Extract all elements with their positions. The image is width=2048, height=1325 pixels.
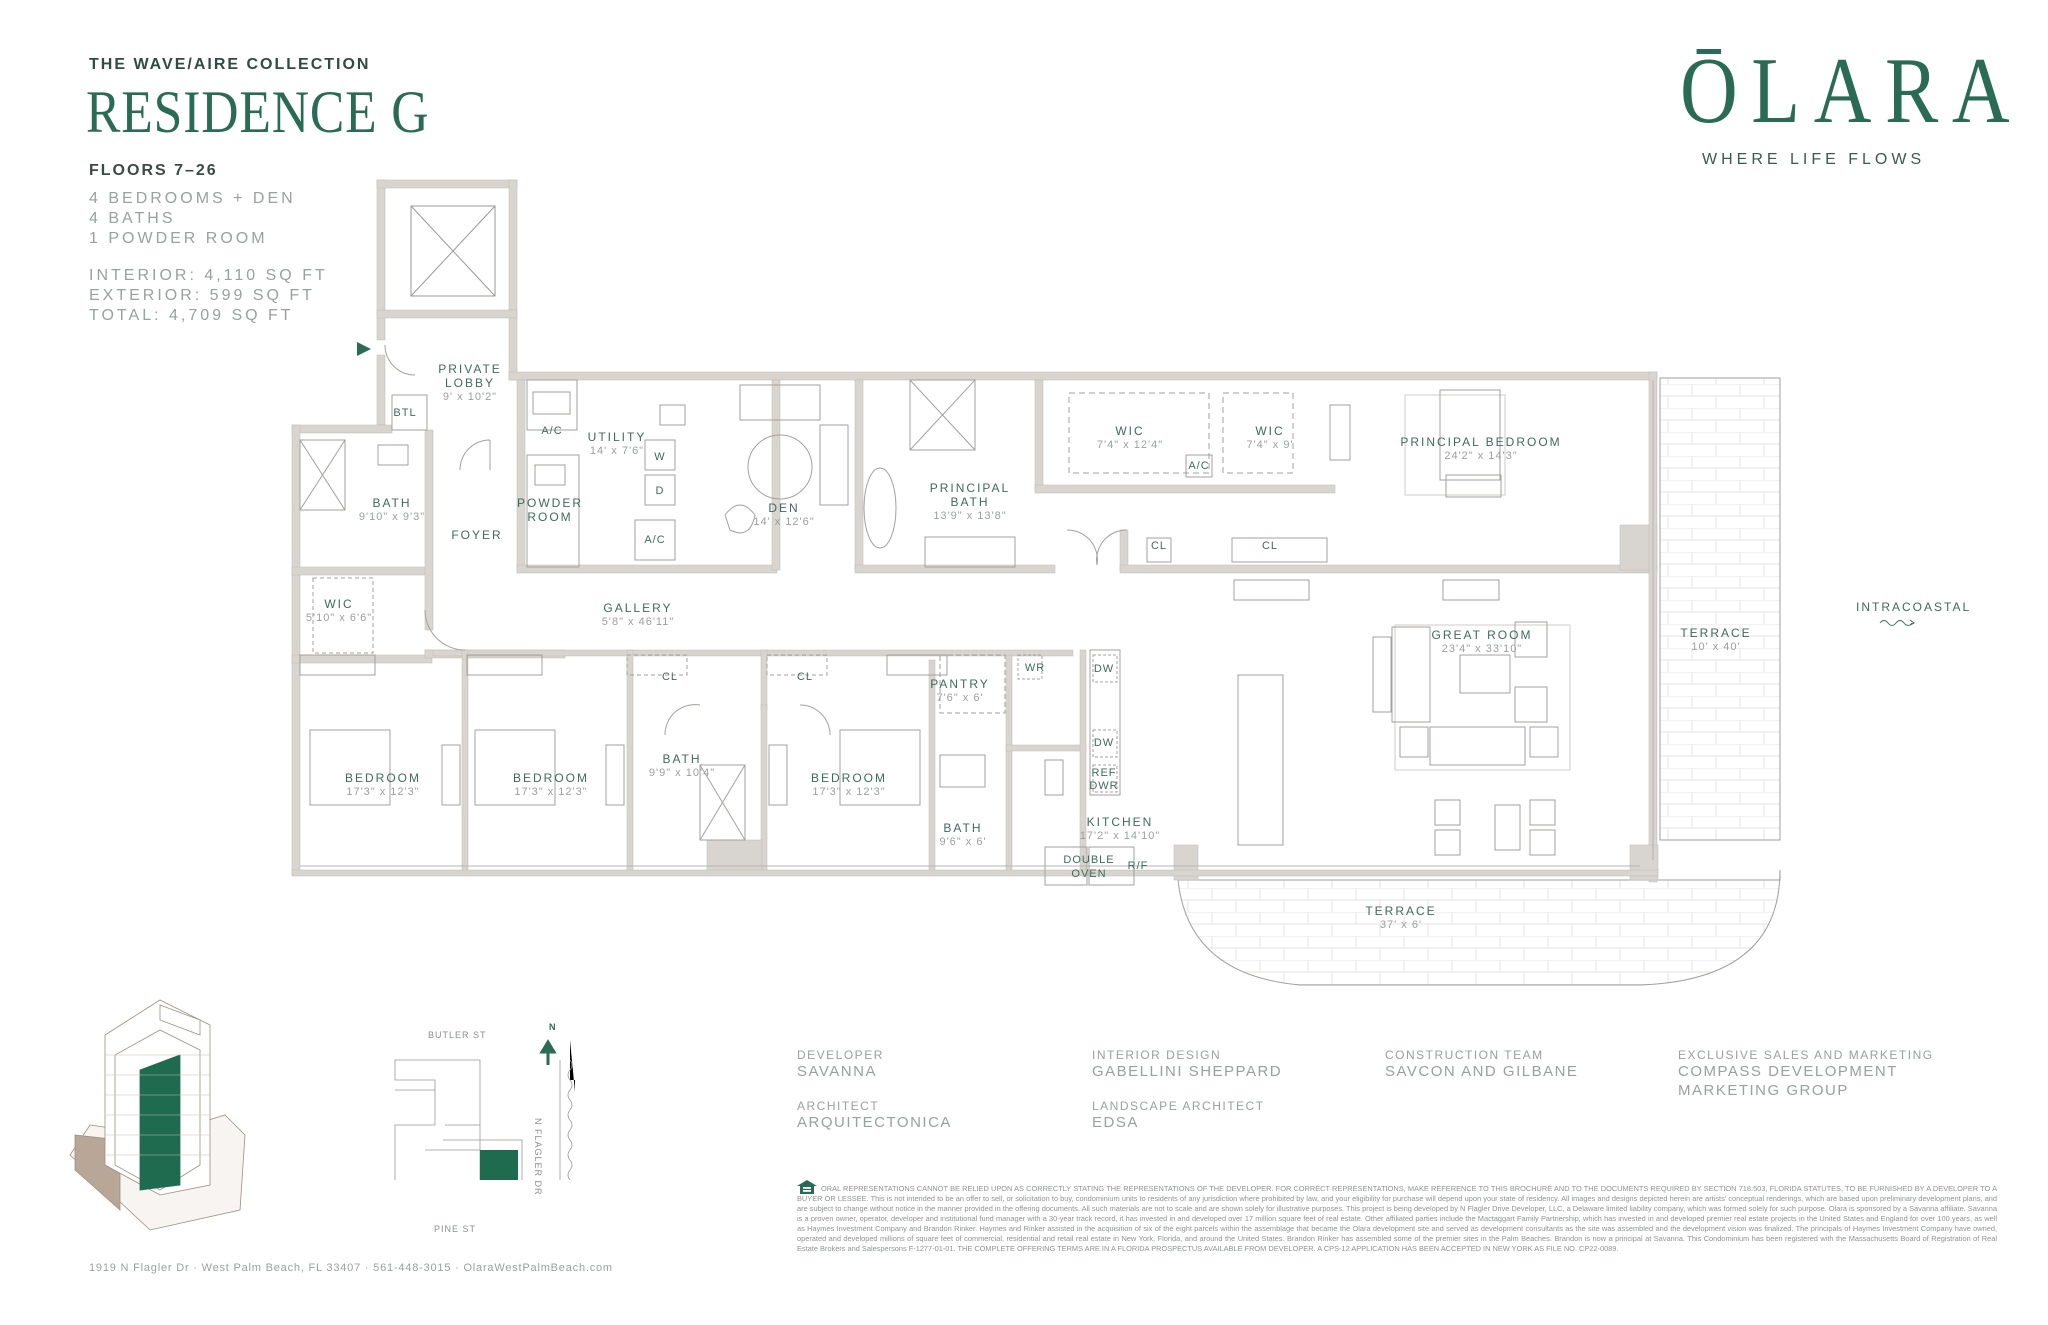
room-bath-3: BATH 9'6" x 6' <box>939 821 987 848</box>
credit-architect: ARCHITECT ARQUITECTONICA <box>797 1099 952 1131</box>
area-exterior: EXTERIOR: 599 SQ FT <box>89 287 315 304</box>
room-gallery: GALLERY 5'8" x 46'11" <box>601 601 675 628</box>
fixture-dishwasher-2: DW <box>1093 737 1115 749</box>
room-principal-bath: PRINCIPAL BATH 13'9" x 13'8" <box>929 481 1011 522</box>
room-den: DEN 14' x 12'6" <box>753 501 815 528</box>
terrace-east <box>1659 377 1781 841</box>
credit-interior-design: INTERIOR DESIGN GABELLINI SHEPPARD <box>1092 1048 1283 1080</box>
address-line: 1919 N Flagler Dr · West Palm Beach, FL … <box>89 1262 613 1274</box>
brand-logo: ŌLARA <box>1680 39 2024 143</box>
room-bedroom-2: BEDROOM 17'3" x 12'3" <box>512 771 590 798</box>
equal-housing-icon <box>797 1180 817 1194</box>
fixture-closet-4: CL <box>796 671 814 683</box>
entry-arrow-icon <box>357 342 371 356</box>
intracoastal-label: INTRACOASTAL <box>1856 600 1972 614</box>
spec-baths: 4 BATHS <box>89 210 176 227</box>
room-kitchen: KITCHEN 17'2" x 14'10" <box>1079 815 1161 842</box>
room-wic-3: WIC 7'4" x 9' <box>1246 424 1294 451</box>
room-private-lobby: PRIVATE LOBBY 9' x 10'2" <box>438 362 502 403</box>
spec-bedrooms: 4 BEDROOMS + DEN <box>89 190 296 207</box>
room-utility: UTILITY 14' x 7'6" <box>587 430 647 457</box>
room-bath-1: BATH 9'10" x 9'3" <box>358 496 426 523</box>
fixture-closet-1: CL <box>1150 540 1168 552</box>
fixture-closet-2: CL <box>1261 540 1279 552</box>
room-principal-bedroom: PRINCIPAL BEDROOM 24'2" x 14'3" <box>1400 435 1562 462</box>
fixture-ref-drawer-2: DWR <box>1089 780 1119 792</box>
north-arrow-icon <box>539 1039 557 1065</box>
room-wic-1: WIC 5'10" x 6'6" <box>305 597 373 624</box>
unit-specs: 4 BEDROOMS + DEN 4 BATHS 1 POWDER ROOM <box>89 189 296 249</box>
room-terrace-south: TERRACE 37' x 6' <box>1365 904 1437 931</box>
fixture-fridge-freezer: R/F <box>1127 860 1149 872</box>
site-plan <box>394 1039 575 1180</box>
residence-title: RESIDENCE G <box>86 79 430 145</box>
room-foyer: FOYER <box>451 528 503 542</box>
spec-powder: 1 POWDER ROOM <box>89 230 268 247</box>
fixture-wine-room: WR <box>1024 662 1046 674</box>
credit-landscape: LANDSCAPE ARCHITECT EDSA <box>1092 1099 1265 1131</box>
fixture-double-oven-2: OVEN <box>1071 868 1107 880</box>
fixture-double-oven-1: DOUBLE <box>1063 854 1115 866</box>
floor-plan <box>291 179 1781 986</box>
north-label: N <box>549 1022 557 1032</box>
fixture-ref-drawer-1: REF <box>1091 767 1117 779</box>
fixture-dishwasher-1: DW <box>1093 663 1115 675</box>
room-bath-2: BATH 9'9" x 10'4" <box>648 752 716 779</box>
area-total: TOTAL: 4,709 SQ FT <box>89 307 294 324</box>
fixture-washer: W <box>654 451 666 463</box>
credit-construction: CONSTRUCTION TEAM SAVCON AND GILBANE <box>1385 1048 1579 1080</box>
floors-label: FLOORS 7–26 <box>89 162 218 179</box>
fixture-closet-3: CL <box>661 671 679 683</box>
room-pantry: PANTRY 7'6" x 6' <box>930 677 990 704</box>
fixture-dryer: D <box>655 485 665 497</box>
unit-areas: INTERIOR: 4,110 SQ FT EXTERIOR: 599 SQ F… <box>89 266 328 326</box>
credit-sales-marketing: EXCLUSIVE SALES AND MARKETING COMPASS DE… <box>1678 1048 1934 1099</box>
terrace-south <box>1177 869 1781 986</box>
fixture-ac-1: A/C <box>541 425 563 437</box>
legal-disclaimer: ORAL REPRESENTATIONS CANNOT BE RELIED UP… <box>797 1180 1997 1254</box>
credit-developer: DEVELOPER SAVANNA <box>797 1048 884 1080</box>
street-pine: PINE ST <box>434 1224 477 1234</box>
room-bedroom-3: BEDROOM 17'3" x 12'3" <box>810 771 888 798</box>
room-terrace-east: TERRACE 10' x 40' <box>1680 626 1752 653</box>
room-powder: POWDER ROOM <box>517 496 583 524</box>
building-illustration <box>69 999 246 1231</box>
water-arrow-icon <box>1879 619 1915 626</box>
room-bedroom-1: BEDROOM 17'3" x 12'3" <box>344 771 422 798</box>
fixture-ac-3: A/C <box>1188 460 1210 472</box>
fixture-ac-2: A/C <box>644 534 666 546</box>
room-great-room: GREAT ROOM 23'4" x 33'10" <box>1431 628 1533 655</box>
area-interior: INTERIOR: 4,110 SQ FT <box>89 267 328 284</box>
room-wic-2: WIC 7'4" x 12'4" <box>1096 424 1164 451</box>
room-btl: BTL <box>393 407 417 419</box>
brand-tagline: WHERE LIFE FLOWS <box>1702 151 1926 168</box>
collection-title: THE WAVE/AIRE COLLECTION <box>89 56 371 73</box>
street-butler: BUTLER ST <box>428 1030 487 1040</box>
